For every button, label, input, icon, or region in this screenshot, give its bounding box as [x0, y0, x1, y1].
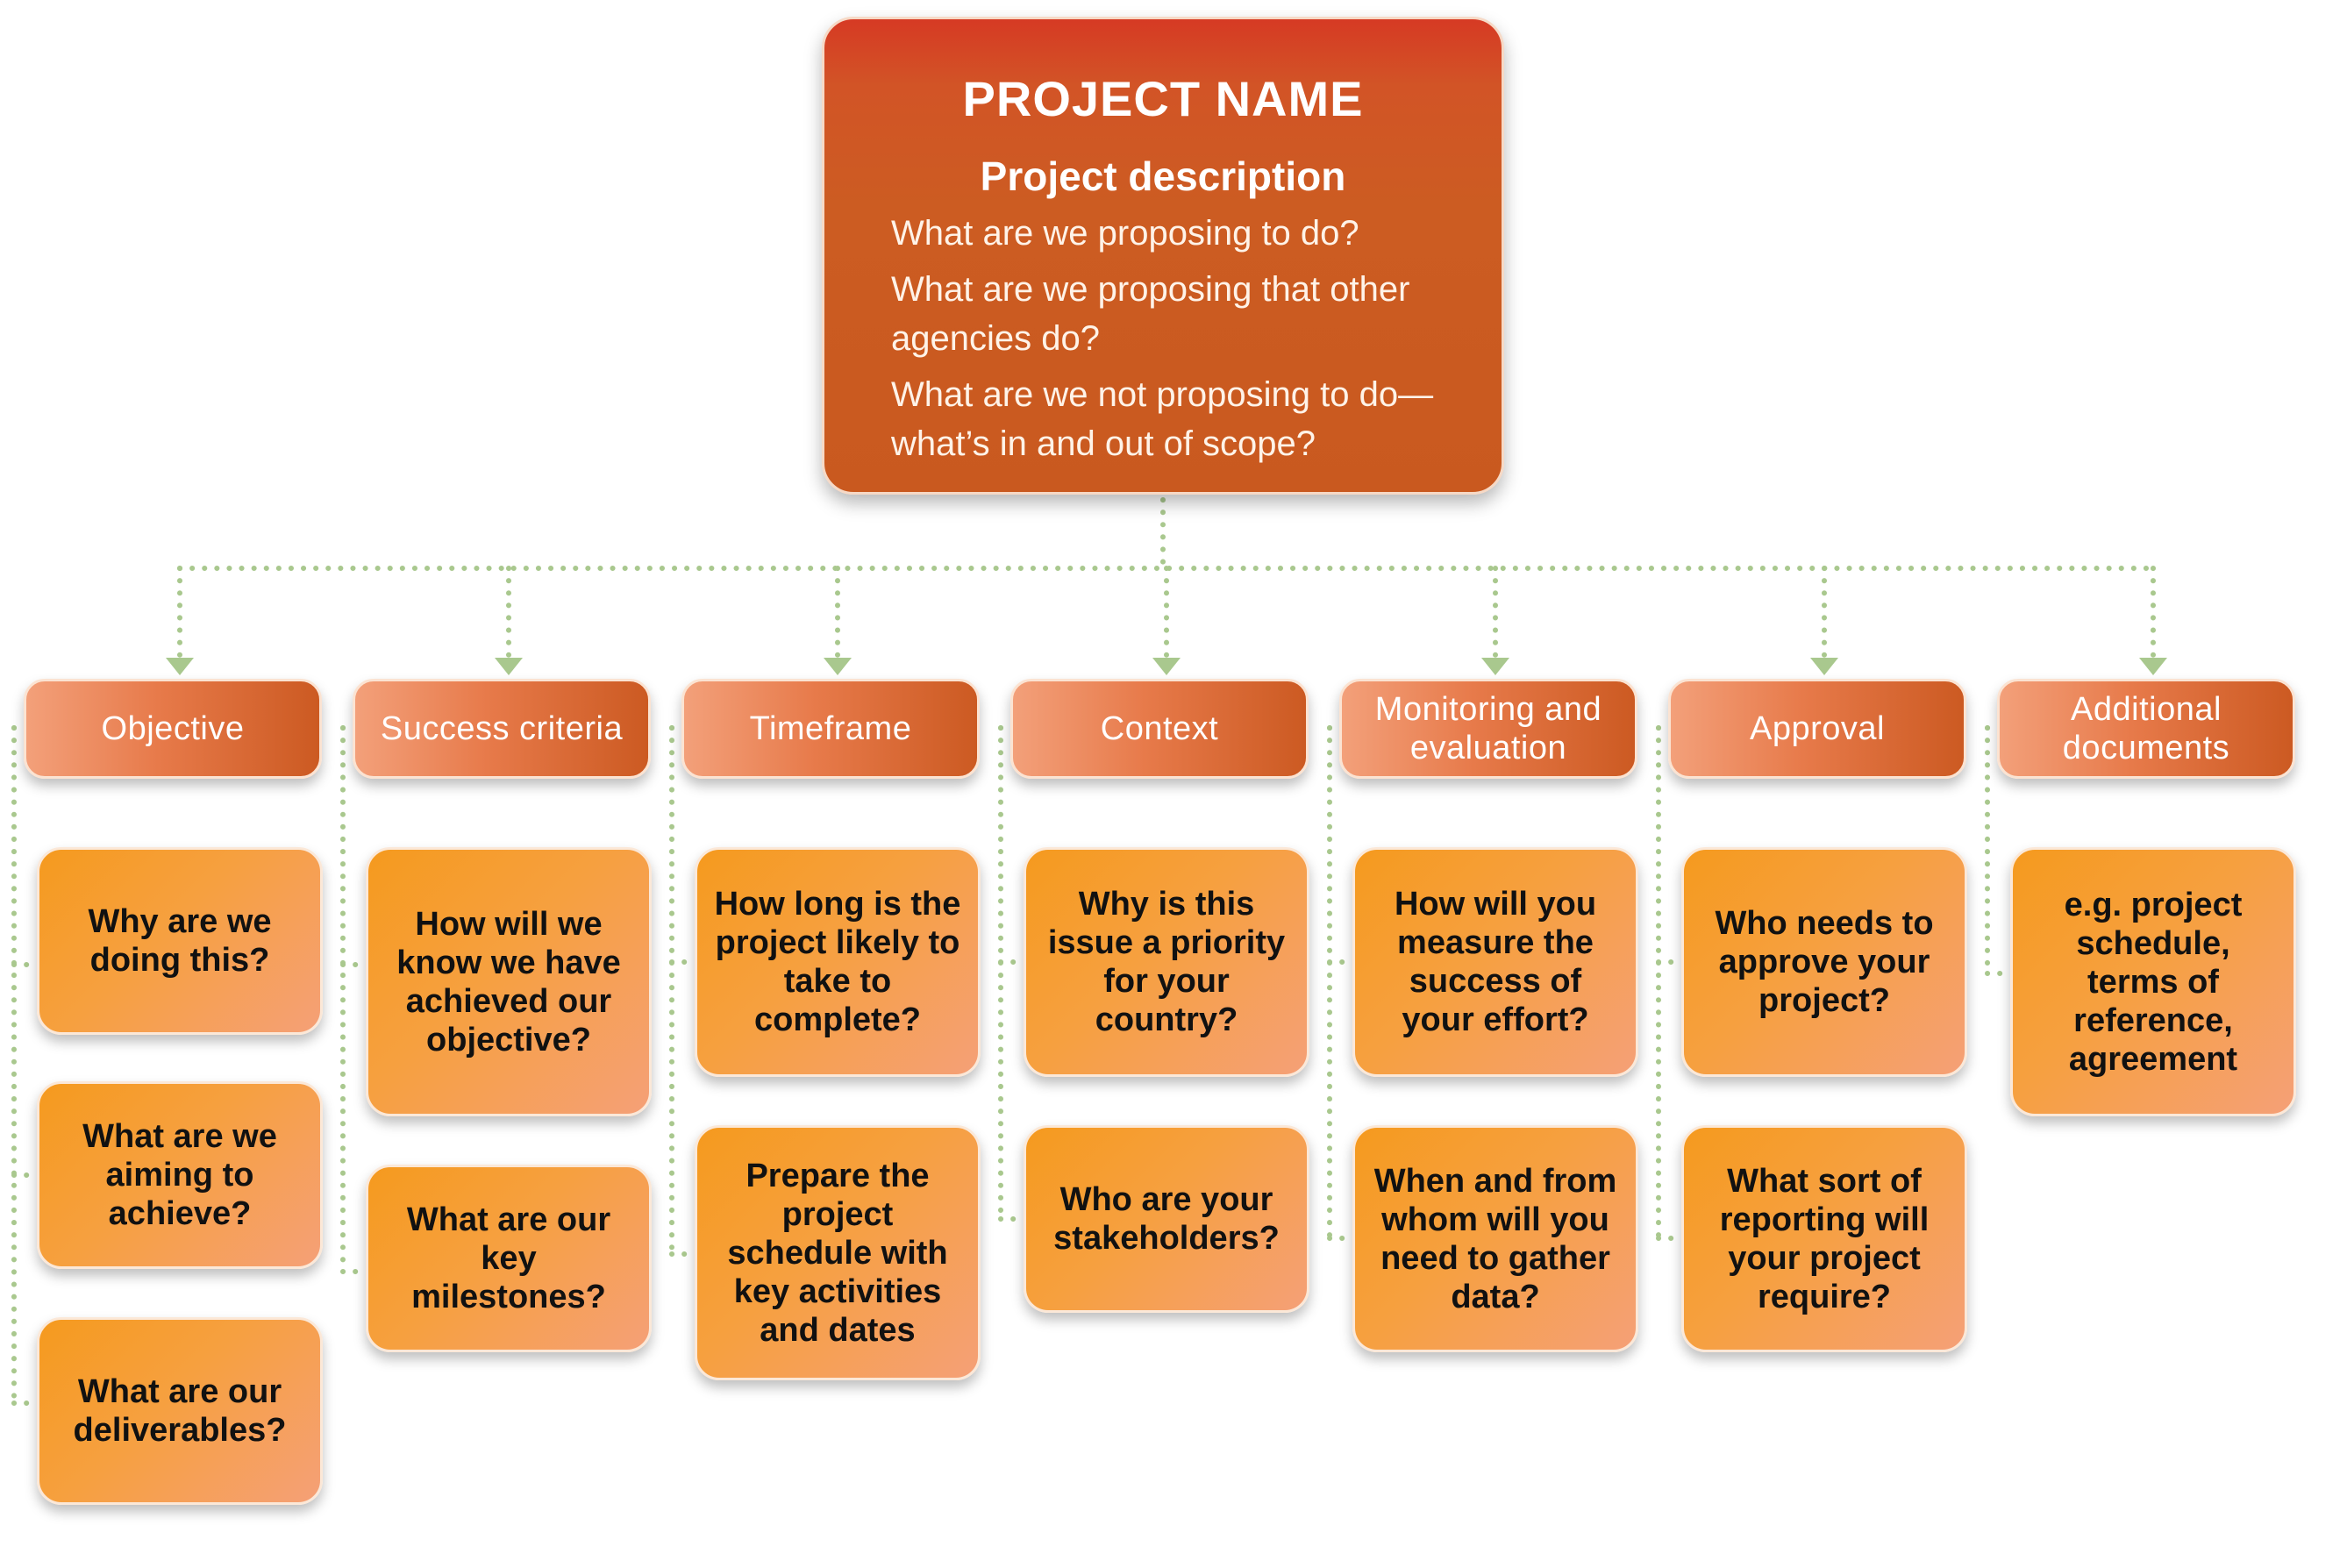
question-box: How will you measure the success of your…: [1352, 847, 1638, 1077]
question-box: What sort of reporting will your project…: [1681, 1125, 1967, 1352]
root-question: What are we proposing that other agencie…: [891, 270, 1410, 358]
question-box: Why are we doing this?: [37, 847, 323, 1035]
root-question: What are we proposing to do?: [891, 214, 1359, 253]
category-success-criteria: Success criteria: [353, 679, 651, 779]
question-box: How will we know we have achieved our ob…: [366, 847, 652, 1116]
question-box: When and from whom will you need to gath…: [1352, 1125, 1638, 1352]
project-name-title: PROJECT NAME: [962, 71, 1364, 126]
question-box: Prepare the project schedule with key ac…: [695, 1125, 981, 1380]
category-monitoring-and-evaluation: Monitoring and evaluation: [1339, 679, 1637, 779]
arrowhead: [2139, 658, 2167, 675]
question-box: Why is this issue a priority for your co…: [1024, 847, 1309, 1077]
arrowhead: [1810, 658, 1838, 675]
arrowhead: [495, 658, 523, 675]
project-description-subtitle: Project description: [980, 153, 1346, 199]
arrowhead: [824, 658, 852, 675]
arrowhead: [1152, 658, 1181, 675]
root-question: What are we not proposing to do—what’s i…: [891, 375, 1434, 463]
question-box: e.g. project schedule, terms of referenc…: [2010, 847, 2296, 1116]
category-context: Context: [1010, 679, 1309, 779]
question-box: How long is the project likely to take t…: [695, 847, 981, 1077]
question-box: Who are your stakeholders?: [1024, 1125, 1309, 1313]
project-root-box: PROJECT NAME Project description What ar…: [822, 17, 1504, 495]
arrowhead: [166, 658, 194, 675]
question-box: Who needs to approve your project?: [1681, 847, 1967, 1077]
arrowhead: [1481, 658, 1509, 675]
question-box: What are our deliverables?: [37, 1317, 323, 1505]
question-box: What are our key milestones?: [366, 1165, 652, 1352]
category-timeframe: Timeframe: [681, 679, 980, 779]
category-objective: Objective: [24, 679, 322, 779]
question-box: What are we aiming to achieve?: [37, 1081, 323, 1269]
category-additional-documents: Additional documents: [1997, 679, 2295, 779]
category-approval: Approval: [1668, 679, 1966, 779]
